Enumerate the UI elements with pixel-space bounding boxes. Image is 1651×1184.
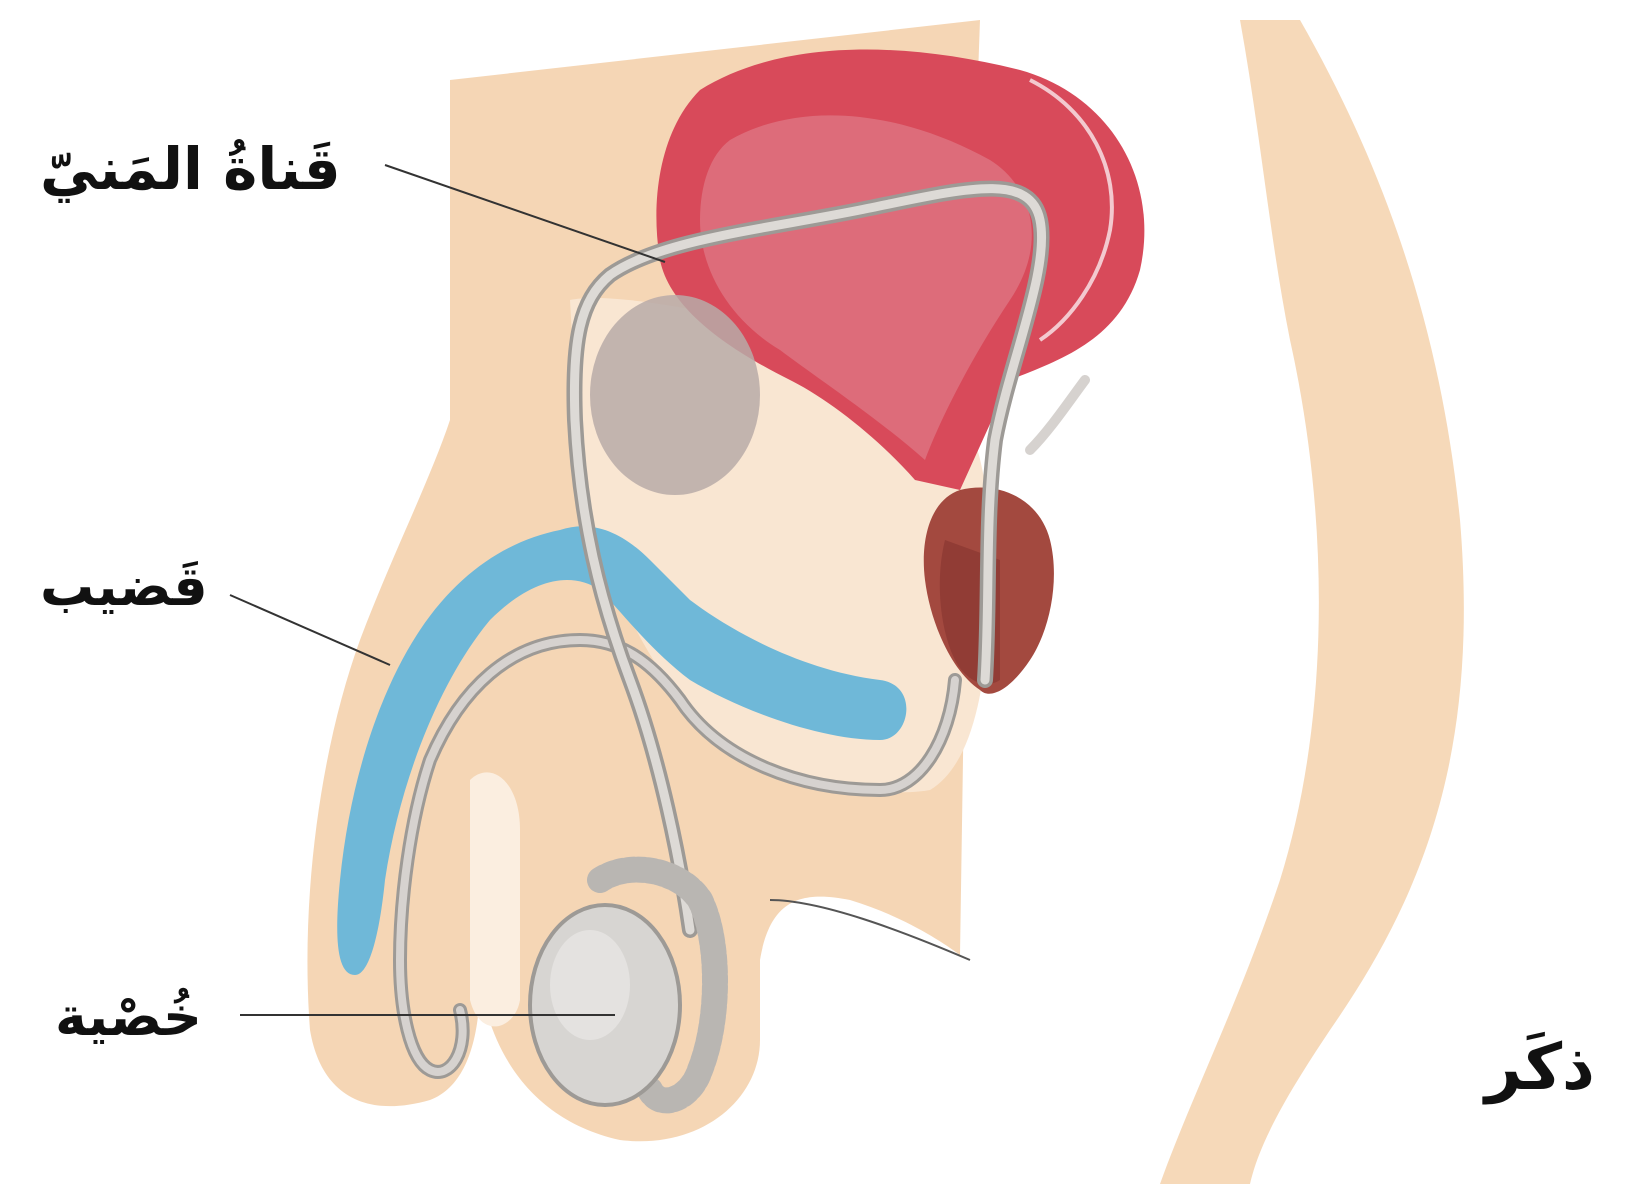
seminal-vesicle-tube [1030,380,1085,450]
label-vas-deferens: قَناةُ المَنيّ [40,135,341,205]
diagram-title: ذكَر [1485,1030,1595,1107]
label-testis: خُصْية [55,985,202,1050]
torso-right [1160,20,1464,1184]
scrotum-pocket [470,772,520,1026]
testis-highlight [550,930,630,1040]
label-penis: قَضيب [40,555,208,620]
rectum [590,295,760,495]
